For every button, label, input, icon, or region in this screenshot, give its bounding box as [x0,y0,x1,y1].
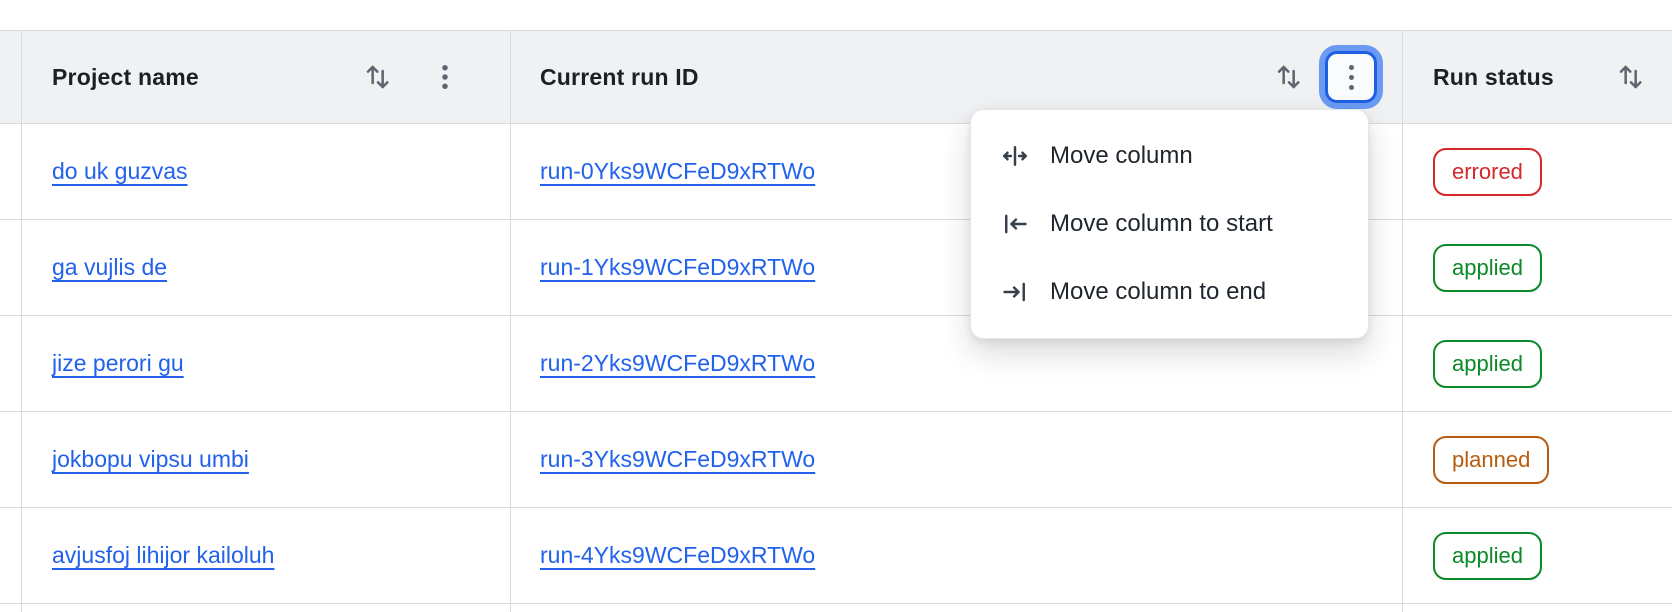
gutter-cell [0,604,22,612]
gutter-cell [0,412,22,507]
table-row: avjusfoj lihijor kailoluh run-4Yks9WCFeD… [0,508,1672,604]
current-run-id-column-label: Current run ID [540,63,699,90]
gutter-cell [0,508,22,603]
run-id-link[interactable]: run-3Yks9WCFeD9xRTWo [540,446,816,472]
kebab-menu-icon [1348,64,1354,90]
sort-arrows-icon [1277,65,1300,89]
run-status-badge: applied [1433,243,1542,292]
table-row: jize perori gu run-2Yks9WCFeD9xRTWo appl… [0,316,1672,412]
gutter-header-cell [0,31,22,123]
column-header-run-status: Run status [1403,31,1672,123]
sort-arrows-icon [366,65,389,89]
project-link[interactable]: jokbopu vipsu umbi [52,446,249,472]
move-column-to-end-icon [1003,282,1025,302]
menu-item-label: Move column [1050,142,1193,169]
project-link[interactable]: ga vujlis de [52,254,168,280]
run-status-badge: errored [1433,147,1542,196]
run-status-badge: applied [1433,531,1542,580]
menu-item-move-column-to-end[interactable]: Move column to end [971,258,1368,326]
sort-project-button[interactable] [362,61,394,93]
column-header-project: Project name [22,31,511,123]
menu-item-move-column-to-start[interactable]: Move column to start [971,190,1368,258]
table-row-partial [0,604,1672,612]
menu-item-move-column[interactable]: Move column [971,122,1368,190]
sort-run-status-button[interactable] [1615,61,1647,93]
menu-item-label: Move column to end [1050,278,1267,305]
sort-arrows-icon [1619,65,1642,89]
run-status-badge: applied [1433,339,1542,388]
column-actions-menu: Move column Move column to start Move co… [970,109,1369,339]
move-column-icon [1003,146,1027,166]
gutter-cell [0,316,22,411]
project-link[interactable]: avjusfoj lihijor kailoluh [52,542,275,568]
project-link[interactable]: jize perori gu [52,350,184,376]
column-header-run-id: Current run ID [511,31,1403,123]
move-column-to-start-icon [1005,214,1027,234]
project-name-column-label: Project name [52,63,199,90]
table-row: do uk guzvas run-0Yks9WCFeD9xRTWo errore… [0,124,1672,220]
menu-item-label: Move column to start [1050,210,1273,237]
table-row: ga vujlis de run-1Yks9WCFeD9xRTWo applie… [0,220,1672,316]
run-id-link[interactable]: run-4Yks9WCFeD9xRTWo [540,542,816,568]
sort-run-id-button[interactable] [1273,61,1305,93]
run-id-link[interactable]: run-1Yks9WCFeD9xRTWo [540,254,816,280]
top-spacer [0,0,1672,30]
runs-table: Project name Curre [0,30,1672,612]
run-id-link[interactable]: run-2Yks9WCFeD9xRTWo [540,350,816,376]
project-link[interactable]: do uk guzvas [52,158,188,184]
run-status-column-label: Run status [1433,63,1554,90]
project-column-menu-button[interactable] [430,62,460,92]
table-header-row: Project name Curre [0,30,1672,124]
gutter-cell [0,124,22,219]
run-id-link[interactable]: run-0Yks9WCFeD9xRTWo [540,158,816,184]
run-status-badge: planned [1433,435,1550,484]
run-id-column-menu-button-focused[interactable] [1325,51,1377,103]
table-row: jokbopu vipsu umbi run-3Yks9WCFeD9xRTWo … [0,412,1672,508]
gutter-cell [0,220,22,315]
kebab-menu-icon [442,65,448,89]
